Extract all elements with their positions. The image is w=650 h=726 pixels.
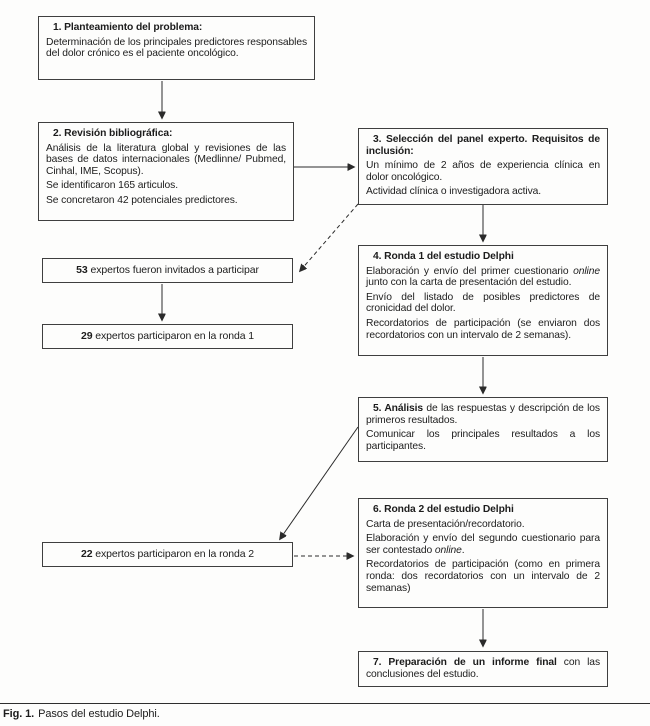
box-paragraph: Elaboración y envío del primer cuestiona… (366, 265, 600, 289)
box-paragraph: 2. Revisión bibliográfica: (53, 128, 173, 139)
flowchart-box-step1-planteamiento: 1. Planteamiento del problema: Determinac… (38, 16, 315, 80)
box-paragraph: Comunicar los principales resultados a l… (366, 429, 600, 452)
flowchart-box-expertos-ronda1: 29 expertos participaron en la ronda 1 (42, 324, 293, 349)
flowchart-box-expertos-ronda2: 22 expertos participaron en la ronda 2 (42, 542, 293, 567)
arrow-step5-to-round2 (280, 426, 359, 539)
box-paragraph: Recordatorios de participación (como en … (366, 559, 600, 594)
box-paragraph: Se concretaron 42 potenciales predictore… (46, 194, 238, 206)
box-paragraph: 6. Ronda 2 del estudio Delphi (373, 504, 514, 515)
box-paragraph: 22 expertos participaron en la ronda 2 (80, 548, 255, 560)
box-paragraph: 7. Preparación de un informe final con l… (366, 657, 600, 680)
box-paragraph: Actividad clínica o investigadora activa… (366, 186, 542, 198)
caption-divider (0, 703, 650, 704)
box-paragraph: Elaboración y envío del segundo cuestion… (366, 533, 600, 556)
box-paragraph: 29 expertos participaron en la ronda 1 (80, 330, 255, 342)
caption-text: Pasos del estudio Delphi. (38, 708, 160, 720)
box-paragraph: 5. Análisis de las respuestas y descripc… (366, 403, 600, 426)
box-paragraph: Análisis de la literatura global y revis… (46, 142, 286, 177)
flowchart-box-step7-informe-final: 7. Preparación de un informe final con l… (358, 651, 608, 688)
flowchart-box-step2-revision: 2. Revisión bibliográfica: Análisis de la… (38, 122, 294, 221)
caption-label: Fig. 1. (3, 708, 35, 720)
box-paragraph: 4. Ronda 1 del estudio Delphi (373, 251, 514, 262)
flowchart-box-expertos-invitados: 53 expertos fueron invitados a participa… (42, 258, 293, 283)
box-paragraph: Determinación de los principales predict… (46, 36, 308, 60)
box-paragraph: Carta de presentación/recordatorio. (366, 518, 525, 530)
box-paragraph: 3. Selección del panel experto. Requisit… (366, 134, 600, 157)
flowchart-box-step3-seleccion-panel: 3. Selección del panel experto. Requisit… (358, 128, 608, 205)
dashed-arrow-step3-to-invited (300, 203, 359, 271)
box-paragraph: Envío del listado de posibles predictore… (366, 291, 600, 315)
figure-caption: Fig. 1.Pasos del estudio Delphi. (3, 708, 160, 720)
box-paragraph: Se identificaron 165 articulos. (46, 180, 178, 192)
box-paragraph: Un mínimo de 2 años de experiencia clíni… (366, 160, 600, 183)
box-paragraph: Recordatorios de participación (se envia… (366, 317, 600, 341)
box-paragraph: 1. Planteamiento del problema: (53, 22, 203, 33)
flowchart-box-step5-analisis: 5. Análisis de las respuestas y descripc… (358, 397, 608, 462)
box-paragraph: 53 expertos fueron invitados a participa… (76, 264, 259, 276)
